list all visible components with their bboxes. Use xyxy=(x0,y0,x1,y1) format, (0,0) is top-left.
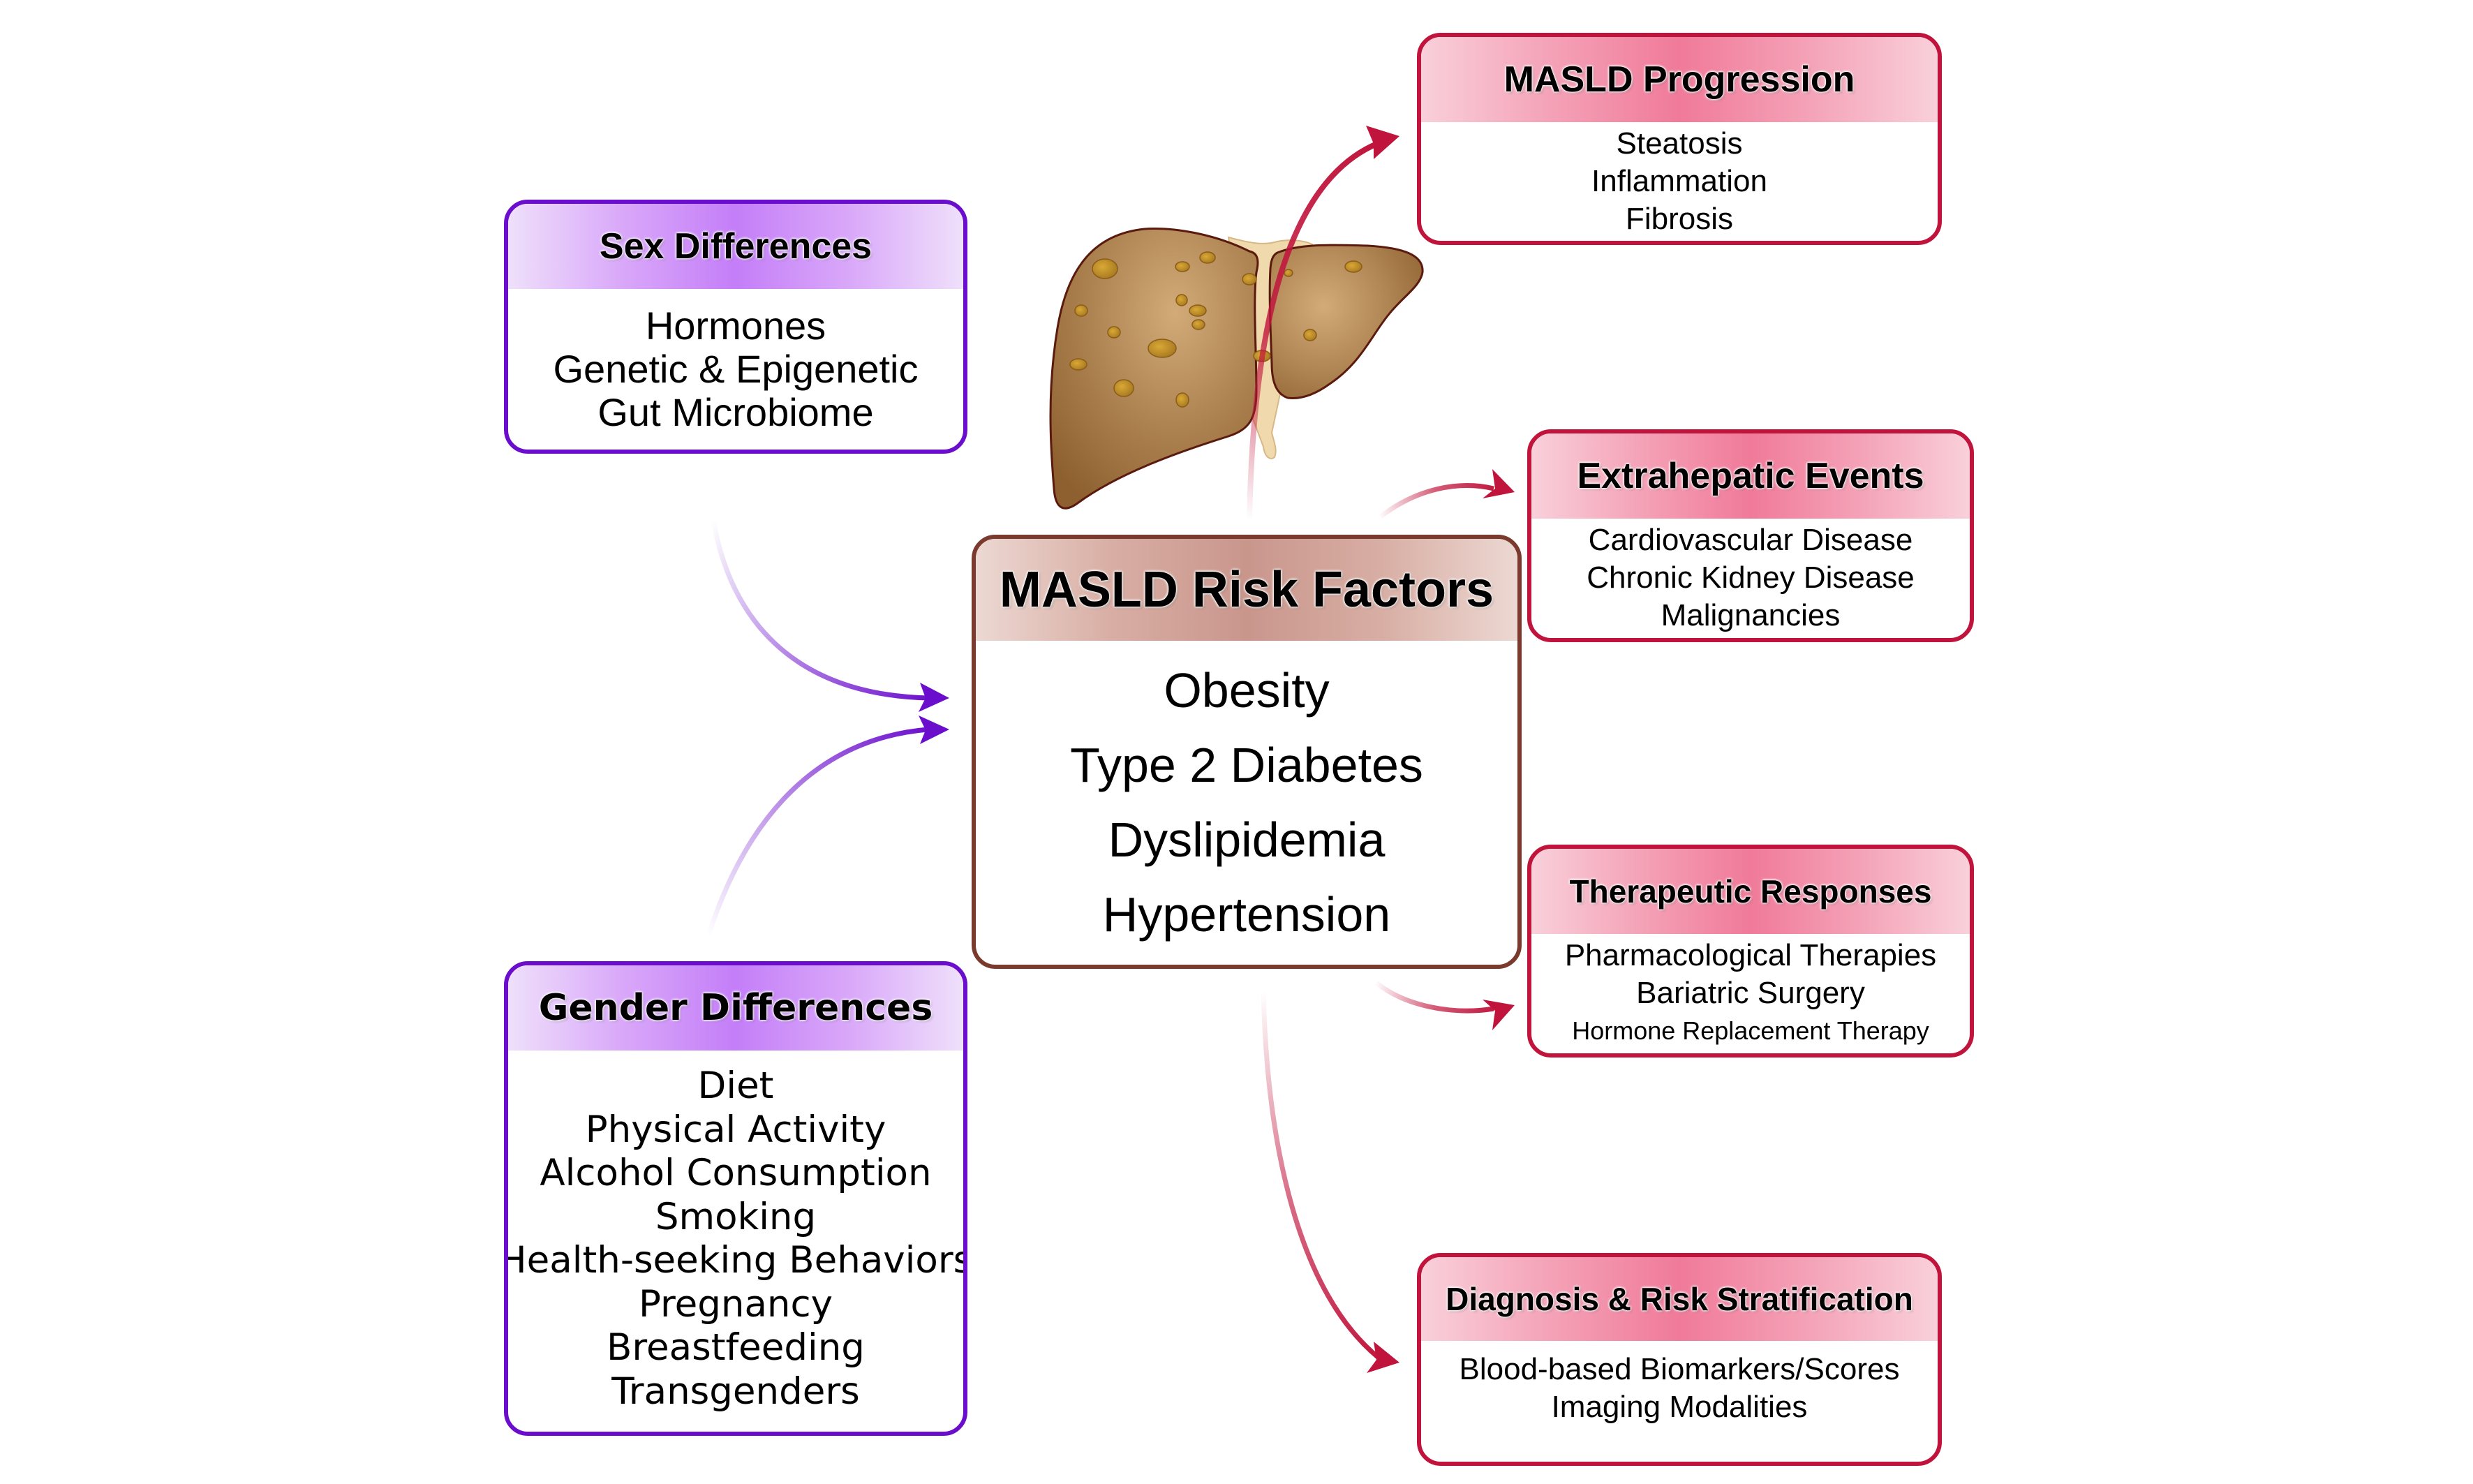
arrow-central-to-progression xyxy=(1247,140,1380,521)
arrowhead-sex-to-central xyxy=(919,683,949,712)
list-item: Blood-based Biomarkers/Scores xyxy=(1459,1352,1900,1386)
list-item: Imaging Modalities xyxy=(1551,1390,1808,1424)
list-item: Pharmacological Therapies xyxy=(1564,938,1937,972)
list-item: Health-seeking Behaviors xyxy=(504,1239,967,1282)
list-item: Smoking xyxy=(655,1195,817,1238)
list-item: Bariatric Surgery xyxy=(1636,976,1865,1010)
arrowhead-central-to-extrahepatic xyxy=(1483,469,1515,498)
fat-droplets xyxy=(1069,251,1362,408)
sex-differences-box: Sex Differences Hormones Genetic & Epige… xyxy=(504,200,967,454)
arrowhead-central-to-diagnosis xyxy=(1367,1342,1399,1373)
extrahepatic-events-list: Cardiovascular Disease Chronic Kidney Di… xyxy=(1531,519,1970,637)
therapeutic-responses-list: Pharmacological Therapies Bariatric Surg… xyxy=(1531,934,1970,1053)
list-item: Hormone Replacement Therapy xyxy=(1572,1016,1929,1045)
list-item: Malignancies xyxy=(1661,598,1841,632)
list-item: Type 2 Diabetes xyxy=(1070,738,1423,792)
masld-progression-title: MASLD Progression xyxy=(1421,37,1938,122)
arrow-central-to-extrahepatic xyxy=(1379,483,1494,519)
list-item: Hormones xyxy=(645,304,826,348)
risk-factors-title: MASLD Risk Factors xyxy=(976,539,1517,641)
diagnosis-risk-box: Diagnosis & Risk Stratification Blood-ba… xyxy=(1417,1253,1942,1466)
list-item: Genetic & Epigenetic xyxy=(553,347,919,391)
diagnosis-risk-list: Blood-based Biomarkers/Scores Imaging Mo… xyxy=(1421,1341,1938,1430)
sex-differences-list: Hormones Genetic & Epigenetic Gut Microb… xyxy=(508,289,963,450)
therapeutic-responses-box: Therapeutic Responses Pharmacological Th… xyxy=(1527,845,1974,1058)
therapeutic-responses-title: Therapeutic Responses xyxy=(1531,849,1970,934)
diagnosis-risk-title: Diagnosis & Risk Stratification xyxy=(1421,1257,1938,1341)
list-item: Hypertension xyxy=(1102,887,1391,942)
extrahepatic-events-box: Extrahepatic Events Cardiovascular Disea… xyxy=(1527,429,1974,642)
arrow-sex-to-central xyxy=(711,519,929,701)
list-item: Cardiovascular Disease xyxy=(1588,523,1913,557)
masld-progression-box: MASLD Progression Steatosis Inflammation… xyxy=(1417,33,1942,245)
arrowhead-gender-to-central xyxy=(919,715,949,744)
risk-factors-box: MASLD Risk Factors Obesity Type 2 Diabet… xyxy=(972,535,1522,969)
gender-differences-title: Gender Differences xyxy=(508,965,963,1051)
gender-differences-list: Diet Physical Activity Alcohol Consumpti… xyxy=(508,1051,963,1427)
list-item: Physical Activity xyxy=(585,1108,886,1151)
list-item: Obesity xyxy=(1164,663,1330,718)
list-item: Fibrosis xyxy=(1625,202,1734,236)
gender-differences-box: Gender Differences Diet Physical Activit… xyxy=(504,961,967,1436)
liver-left-lobe xyxy=(1049,228,1259,510)
list-item: Pregnancy xyxy=(638,1282,833,1326)
arrow-central-to-therapeutic xyxy=(1374,981,1494,1014)
arrowhead-central-to-therapeutic xyxy=(1483,1000,1515,1030)
masld-progression-list: Steatosis Inflammation Fibrosis xyxy=(1421,122,1938,241)
list-item: Inflammation xyxy=(1591,164,1767,198)
list-item: Steatosis xyxy=(1616,126,1743,161)
extrahepatic-events-title: Extrahepatic Events xyxy=(1531,433,1970,519)
list-item: Alcohol Consumption xyxy=(540,1152,932,1194)
list-item: Breastfeeding xyxy=(607,1326,865,1369)
arrowhead-central-to-progression xyxy=(1366,126,1399,159)
list-item: Transgenders xyxy=(611,1370,860,1413)
arrow-central-to-diagnosis xyxy=(1261,990,1381,1360)
list-item: Diet xyxy=(697,1064,774,1107)
list-item: Dyslipidemia xyxy=(1108,813,1386,867)
sex-differences-title: Sex Differences xyxy=(508,204,963,289)
risk-factors-list: Obesity Type 2 Diabetes Dyslipidemia Hyp… xyxy=(976,641,1517,965)
list-item: Gut Microbiome xyxy=(597,390,874,434)
arrow-gender-to-central xyxy=(706,727,929,937)
liver-right-lobe xyxy=(1268,244,1424,399)
list-item: Chronic Kidney Disease xyxy=(1587,561,1915,595)
liver-ligament xyxy=(1227,236,1314,459)
